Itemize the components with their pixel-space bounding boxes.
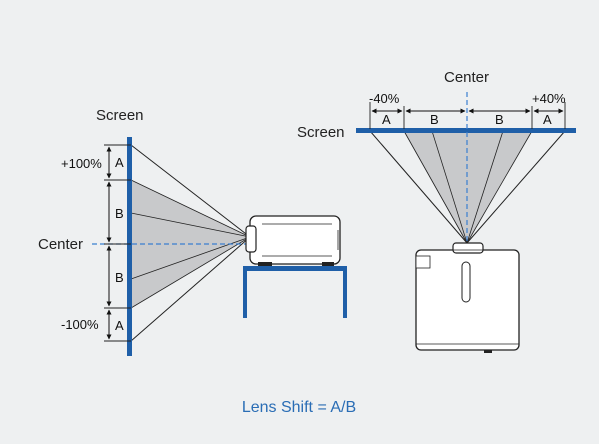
side-beam-line — [130, 212, 251, 238]
side-b-label-bottom: B — [115, 270, 124, 285]
side-screen — [127, 137, 132, 356]
side-limit-line-top — [130, 144, 251, 238]
side-a-label-bottom: A — [115, 318, 124, 333]
top-screen — [356, 128, 576, 133]
side-beam-line — [130, 236, 251, 309]
side-projector — [245, 215, 341, 267]
side-b-label-top: B — [115, 206, 124, 221]
top-projection-cone — [404, 131, 532, 243]
top-projector — [415, 242, 520, 353]
side-beam-line — [130, 179, 251, 238]
top-minus-label: -40% — [369, 91, 400, 106]
side-limit-line-bottom — [130, 236, 251, 342]
side-screen-label: Screen — [96, 107, 144, 124]
side-a-label-top: A — [115, 155, 124, 170]
top-center-label: Center — [444, 69, 489, 86]
top-view: Center Screen A B B A -40% +40% — [297, 69, 576, 353]
caption: Lens Shift = A/B — [242, 399, 356, 416]
side-table — [243, 266, 347, 318]
top-a-label-left: A — [382, 112, 391, 127]
top-a-label-right: A — [543, 112, 552, 127]
top-plus-label: +40% — [532, 91, 566, 106]
top-b-label-left: B — [430, 112, 439, 127]
side-plus-label: +100% — [61, 156, 102, 171]
top-limit-line-left — [369, 130, 468, 244]
top-b-label-right: B — [495, 112, 504, 127]
side-center-label: Center — [38, 236, 83, 253]
top-screen-label: Screen — [297, 124, 345, 141]
side-view: Screen Center A B B A +100% -100% — [38, 107, 347, 356]
top-limit-line-right — [466, 130, 566, 244]
side-minus-label: -100% — [61, 317, 99, 332]
